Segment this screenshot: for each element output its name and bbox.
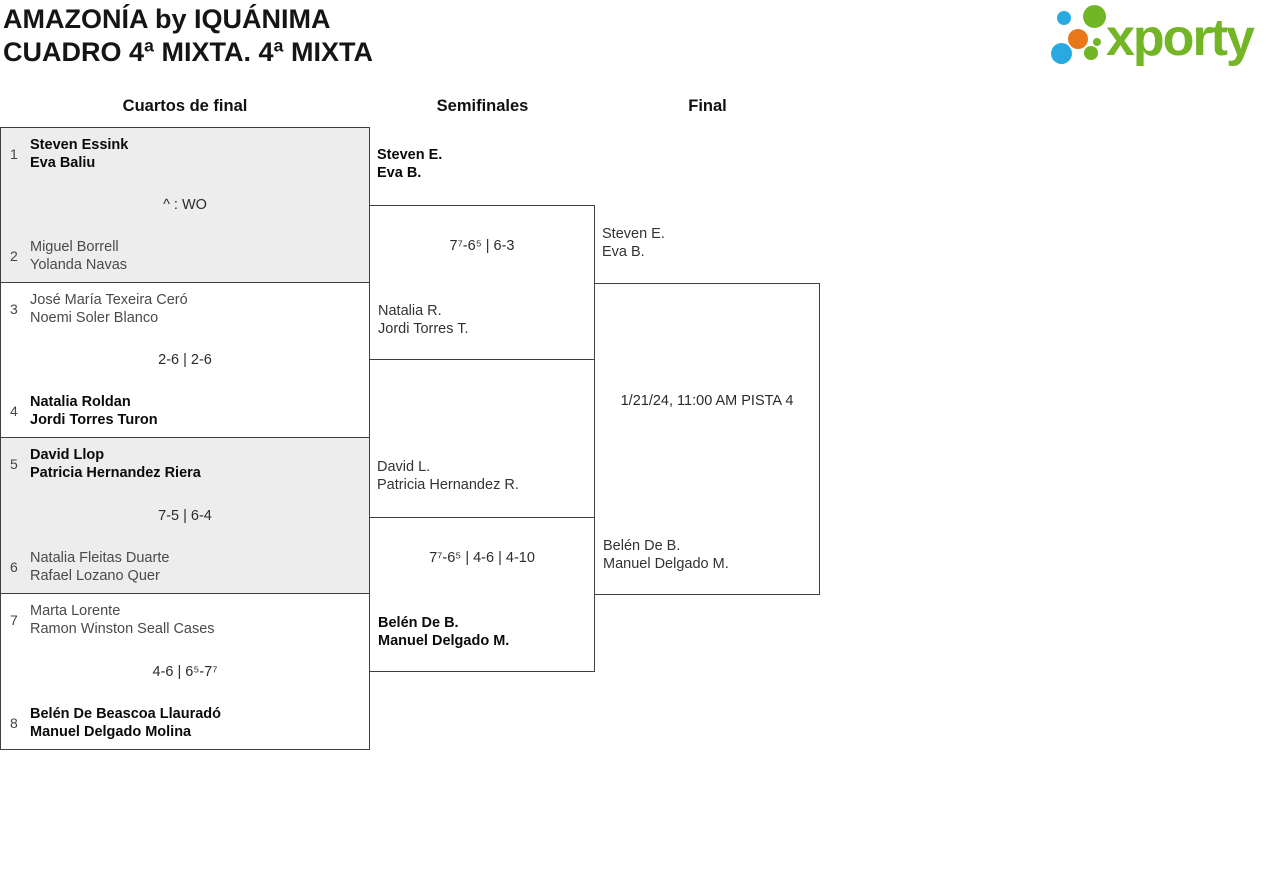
player-name: Rafael Lozano Quer (30, 568, 160, 584)
round-header-final: Final (688, 97, 727, 115)
player-name: Belén De B. (603, 538, 681, 554)
team-players: Natalia Roldan Jordi Torres Turon (30, 393, 158, 429)
seed-number: 1 (10, 146, 18, 162)
team-row: 7 Marta Lorente Ramon Winston Seall Case… (10, 602, 360, 638)
team-players: José María Texeira Ceró Noemi Soler Blan… (30, 291, 188, 327)
player-name: Miguel Borrell (30, 239, 119, 255)
team-players: Belén De Beascoa Llauradó Manuel Delgado… (30, 705, 221, 741)
seed-number: 4 (10, 403, 18, 419)
quarterfinal-match-2: 3 José María Texeira Ceró Noemi Soler Bl… (0, 282, 370, 438)
match-score: 7-5 | 6-4 (158, 507, 212, 524)
seed-number: 5 (10, 456, 18, 472)
logo-wordmark: xporty (1106, 9, 1255, 67)
player-name: Marta Lorente (30, 603, 121, 619)
team-row: 1 Steven Essink Eva Baliu (10, 136, 360, 172)
player-name: Yolanda Navas (30, 257, 128, 273)
team-players: Natalia Fleitas Duarte Rafael Lozano Que… (30, 549, 169, 585)
player-name: Steven E. (377, 147, 443, 163)
logo-dot-blue-large-icon (1051, 43, 1072, 64)
semifinal-1-top-team: Steven E. Eva B. (377, 146, 442, 182)
match-score: 4-6 | 6⁵-7⁷ (152, 663, 218, 680)
team-row: 2 Miguel Borrell Yolanda Navas (10, 238, 360, 274)
player-name: Eva Baliu (30, 155, 96, 171)
logo-dot-green-small-icon (1084, 46, 1098, 60)
player-name: David Llop (30, 447, 105, 463)
match-score: 7⁷-6⁵ | 6-3 (449, 238, 515, 254)
quarterfinal-match-1: 1 Steven Essink Eva Baliu ^ : WO 2 Migue… (0, 127, 370, 283)
seed-number: 3 (10, 301, 18, 317)
match-score: 2-6 | 2-6 (158, 352, 212, 368)
semifinal-2-top-team: David L. Patricia Hernandez R. (377, 458, 519, 494)
team-players: David Llop Patricia Hernandez Riera (30, 446, 201, 482)
logo-dot-blue-small-icon (1057, 11, 1071, 25)
team-row: 4 Natalia Roldan Jordi Torres Turon (10, 393, 360, 429)
semifinal-2-bottom-team: Belén De B. Manuel Delgado M. (378, 614, 509, 650)
player-name: Natalia Fleitas Duarte (30, 550, 170, 566)
team-row: 6 Natalia Fleitas Duarte Rafael Lozano Q… (10, 549, 360, 585)
player-name: Manuel Delgado M. (603, 556, 729, 572)
semifinal-1-bottom-team: Natalia R. Jordi Torres T. (378, 302, 469, 338)
seed-number: 2 (10, 248, 18, 264)
player-name: David L. (377, 459, 431, 475)
semifinal-match-2: 7⁷-6⁵ | 4-6 | 4-10 Belén De B. Manuel De… (369, 517, 595, 672)
player-name: Patricia Hernandez R. (377, 477, 519, 493)
quarterfinal-match-3: 5 David Llop Patricia Hernandez Riera 7-… (0, 437, 370, 594)
team-row: 5 David Llop Patricia Hernandez Riera (10, 446, 360, 482)
player-name: Natalia Roldan (30, 394, 131, 410)
player-name: Noemi Soler Blanco (30, 310, 159, 326)
player-name: Steven Essink (30, 137, 129, 153)
team-row: 3 José María Texeira Ceró Noemi Soler Bl… (10, 291, 360, 327)
player-name: Steven E. (602, 226, 665, 242)
seed-number: 7 (10, 612, 18, 628)
page-title: AMAZONÍA by IQUÁNIMA CUADRO 4ª MIXTA. 4ª… (3, 3, 373, 69)
player-name: Patricia Hernandez Riera (30, 465, 201, 481)
final-match: 1/21/24, 11:00 AM PISTA 4 Belén De B. Ma… (594, 283, 820, 595)
match-score: 7⁷-6⁵ | 4-6 | 4-10 (429, 550, 535, 566)
player-name: Manuel Delgado M. (378, 633, 510, 649)
team-players: Steven Essink Eva Baliu (30, 136, 128, 172)
team-players: Marta Lorente Ramon Winston Seall Cases (30, 602, 215, 638)
seed-number: 6 (10, 559, 18, 575)
player-name: José María Texeira Ceró (30, 292, 188, 308)
tournament-title: AMAZONÍA by IQUÁNIMA (3, 4, 331, 34)
player-name: Belén De Beascoa Llauradó (30, 706, 221, 722)
team-players: Miguel Borrell Yolanda Navas (30, 238, 127, 274)
final-schedule: 1/21/24, 11:00 AM PISTA 4 (620, 393, 794, 409)
team-row: 8 Belén De Beascoa Llauradó Manuel Delga… (10, 705, 360, 741)
player-name: Jordi Torres T. (378, 321, 469, 337)
seed-number: 8 (10, 715, 18, 731)
semifinal-match-1: 7⁷-6⁵ | 6-3 Natalia R. Jordi Torres T. (369, 205, 595, 360)
match-score: ^ : WO (163, 197, 207, 213)
player-name: Eva B. (377, 165, 422, 181)
final-top-team: Steven E. Eva B. (602, 225, 665, 261)
logo-dot-green-large-icon (1083, 5, 1106, 28)
player-name: Manuel Delgado Molina (30, 724, 192, 740)
round-header-semifinals: Semifinales (436, 97, 529, 115)
quarterfinal-match-4: 7 Marta Lorente Ramon Winston Seall Case… (0, 593, 370, 750)
logo-dot-green-tiny-icon (1093, 38, 1101, 46)
final-bottom-team: Belén De B. Manuel Delgado M. (603, 537, 729, 573)
player-name: Jordi Torres Turon (30, 412, 158, 428)
player-name: Eva B. (602, 244, 645, 260)
player-name: Belén De B. (378, 615, 459, 631)
player-name: Natalia R. (378, 303, 442, 319)
draw-subtitle: CUADRO 4ª MIXTA. 4ª MIXTA (3, 37, 373, 67)
player-name: Ramon Winston Seall Cases (30, 621, 215, 637)
round-header-quarterfinals: Cuartos de final (122, 97, 248, 115)
logo-dot-orange-icon (1068, 29, 1088, 49)
xporty-logo[interactable]: xporty (1045, 0, 1280, 80)
